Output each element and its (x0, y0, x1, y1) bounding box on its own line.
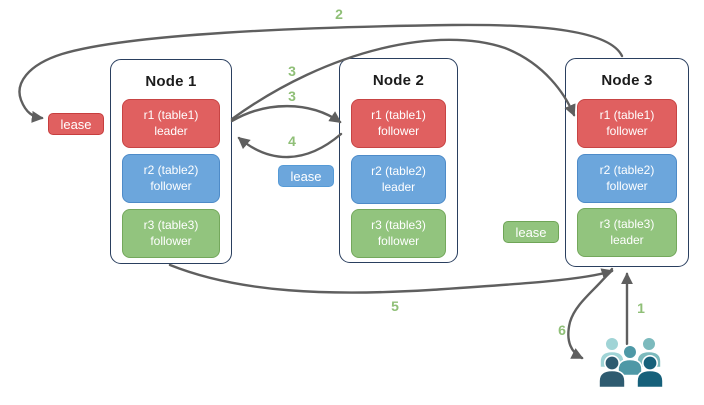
node-3-replica-r1: r1 (table1) follower (577, 99, 677, 148)
node-3: Node 3 r1 (table1) follower r2 (table2) … (565, 58, 689, 267)
step-label-4: 4 (288, 133, 296, 149)
replica-role: follower (606, 178, 648, 193)
arrow-step-5-node1-to-node3 (168, 263, 614, 294)
step-label-1: 1 (637, 300, 645, 316)
person-icon (598, 354, 626, 389)
replica-role: follower (150, 178, 192, 193)
node-3-replica-r2: r2 (table2) follower (577, 154, 677, 203)
lease-badge-table3: lease (503, 221, 559, 243)
replica-role: leader (610, 232, 644, 247)
replica-role: leader (381, 179, 416, 194)
replica-role: leader (154, 123, 188, 138)
lease-label: lease (290, 168, 322, 184)
node-1-replica-r1: r1 (table1) leader (122, 99, 220, 148)
replica-name: r1 (table1) (143, 107, 199, 122)
replica-name: r3 (table3) (599, 216, 655, 231)
person-icon (636, 336, 662, 369)
arrow-step-3-node1-to-node2-r1 (230, 105, 342, 124)
replica-role: follower (606, 123, 648, 138)
person-icon (599, 336, 625, 369)
node-3-title: Node 3 (601, 72, 653, 89)
replica-name: r1 (table1) (599, 107, 655, 122)
arrow-step-6-node3-to-users (567, 267, 614, 360)
lease-badge-table2: lease (278, 165, 334, 187)
node-2-replica-r3: r3 (table3) follower (351, 209, 446, 258)
replica-role: follower (377, 123, 420, 138)
replica-name: r3 (table3) (143, 217, 199, 232)
node-1-replica-r2: r2 (table2) follower (122, 154, 220, 203)
replica-name: r2 (table2) (599, 162, 655, 177)
step-label-3b: 3 (288, 88, 296, 104)
step-label-3a: 3 (288, 63, 296, 79)
replica-name: r1 (table1) (371, 107, 426, 122)
person-icon (617, 344, 643, 377)
node-3-replica-r3: r3 (table3) leader (577, 208, 677, 257)
replica-name: r2 (table2) (143, 162, 199, 177)
node-1: Node 1 r1 (table1) leader r2 (table2) fo… (110, 59, 232, 264)
lease-label: lease (515, 224, 547, 240)
node-2-replica-r1: r1 (table1) follower (351, 99, 446, 148)
node-2-replica-r2: r2 (table2) leader (351, 155, 446, 204)
node-1-replica-r3: r3 (table3) follower (122, 209, 220, 258)
step-label-2: 2 (335, 6, 343, 22)
node-2-title: Node 2 (372, 72, 425, 89)
person-icon (636, 354, 664, 389)
node-1-title: Node 1 (145, 73, 197, 90)
replica-role: follower (150, 233, 192, 248)
step-label-5: 5 (391, 298, 399, 314)
replica-name: r3 (table3) (371, 217, 426, 232)
lease-badge-table1: lease (48, 113, 104, 135)
replica-name: r2 (table2) (371, 163, 426, 178)
lease-label: lease (60, 116, 92, 132)
step-label-6: 6 (558, 322, 566, 338)
node-2: Node 2 r1 (table1) follower r2 (table2) … (339, 58, 458, 263)
replica-role: follower (377, 233, 420, 248)
